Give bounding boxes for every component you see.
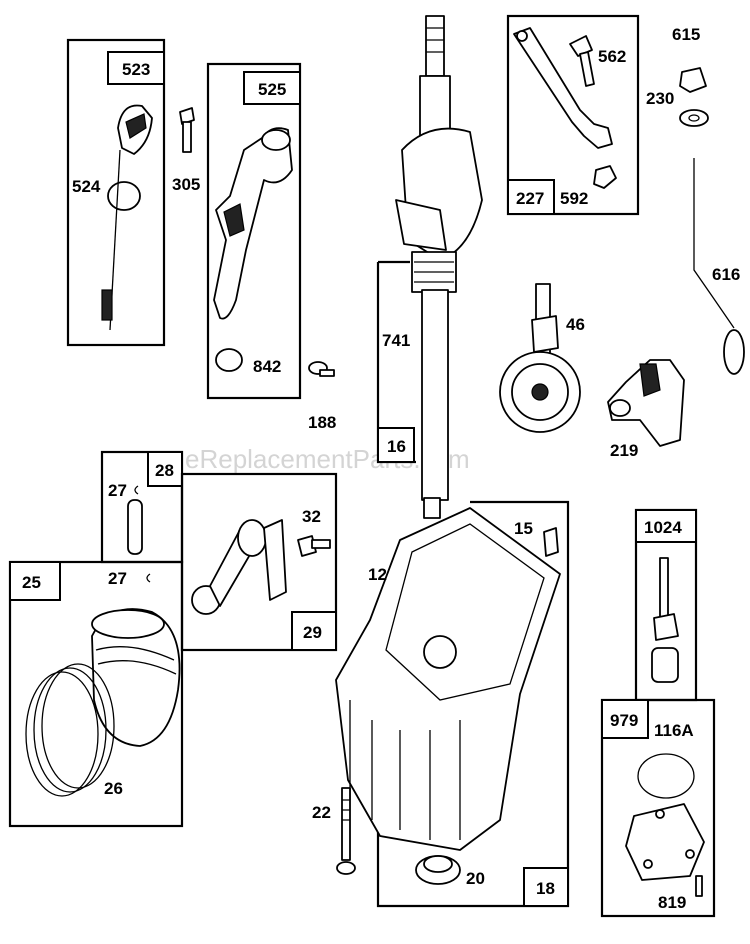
label-15: 15 [514, 519, 533, 538]
box-label-29: 29 [303, 623, 322, 642]
box-18-sump: 18 15 12 22 20 [312, 500, 570, 908]
governor-219: 219 [607, 359, 685, 460]
box-label-227: 227 [516, 189, 544, 208]
screw-188: 188 [308, 361, 336, 432]
label-592: 592 [560, 189, 588, 208]
label-230: 230 [646, 89, 674, 108]
seal-20 [415, 855, 461, 885]
box-523-dipstick: 523 524 [66, 38, 166, 347]
label-562: 562 [598, 47, 626, 66]
box-227-governor: 227 562 592 [506, 14, 640, 216]
governor-arm-part [513, 27, 613, 149]
label-26: 26 [104, 779, 123, 798]
plug-15 [543, 527, 559, 557]
connecting-rod-part [191, 519, 287, 615]
grommet-842 [215, 348, 243, 372]
label-616: 616 [712, 265, 740, 284]
box-29-connecting-rod: 29 32 [180, 472, 338, 652]
box-label-25: 25 [22, 573, 41, 592]
box-979-cover: 979 116A 819 [600, 698, 716, 918]
box-label-28: 28 [155, 461, 174, 480]
label-842: 842 [253, 357, 281, 376]
label-32: 32 [302, 507, 321, 526]
box-25-piston: 25 27 26 [8, 560, 184, 828]
nut-592 [593, 165, 617, 189]
dipstick-part [101, 104, 153, 331]
label-20: 20 [466, 869, 485, 888]
piston-rings-26 [25, 663, 115, 797]
label-22: 22 [312, 803, 331, 822]
box-label-16: 16 [387, 437, 406, 456]
bolt-32 [297, 535, 331, 557]
sump-part [335, 507, 561, 851]
breather-tube-part [213, 127, 293, 320]
label-27b: 27 [108, 569, 127, 588]
label-116A: 116A [654, 721, 694, 740]
label-27a: 27 [108, 481, 127, 500]
box-525-breather: 525 842 [206, 62, 302, 400]
piston-part [91, 608, 181, 747]
label-12: 12 [368, 565, 387, 584]
label-741: 741 [382, 331, 410, 350]
label-46: 46 [566, 315, 585, 334]
box-label-18: 18 [536, 879, 555, 898]
bolt-305: 305 [172, 107, 200, 194]
label-524: 524 [72, 177, 101, 196]
box-label-525: 525 [258, 80, 286, 99]
parts-615-230-616: 615 230 616 [646, 25, 745, 375]
box-16-crankshaft: 16 741 [376, 15, 483, 519]
label-819: 819 [658, 893, 686, 912]
camshaft-46: 46 [499, 283, 585, 433]
label-188: 188 [308, 413, 336, 432]
box-label-1024: 1024 [644, 518, 682, 537]
box-label-979: 979 [610, 711, 638, 730]
label-615: 615 [672, 25, 700, 44]
crankshaft-part [395, 15, 483, 519]
box-1024-governor-shaft: 1024 [634, 508, 698, 702]
bolt-22 [336, 787, 356, 875]
label-305: 305 [172, 175, 200, 194]
bolt-562 [569, 35, 595, 87]
box-label-523: 523 [122, 60, 150, 79]
label-219: 219 [610, 441, 638, 460]
box-28-piston-pin: 28 27 [100, 450, 184, 564]
